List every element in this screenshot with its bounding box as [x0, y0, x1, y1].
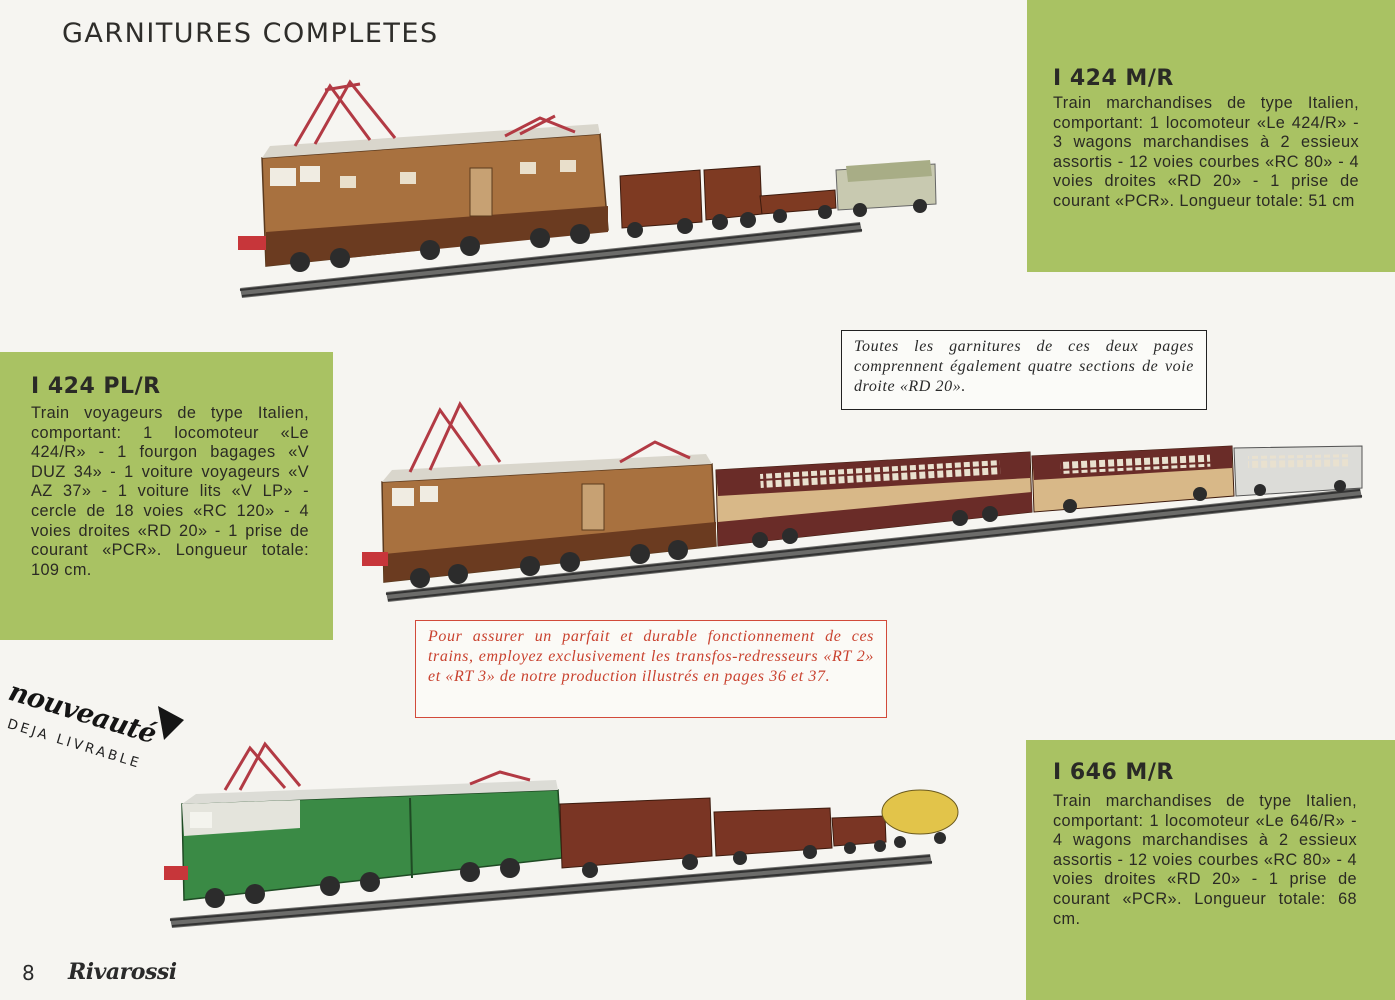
page-number: 8 — [22, 961, 35, 985]
set-description: Train marchandises de type Italien, comp… — [1053, 94, 1359, 210]
train-424-passenger — [362, 400, 1363, 602]
brand-logo: Rivarossi — [68, 959, 177, 985]
set-description: Train marchandises de type Italien, comp… — [1053, 792, 1357, 928]
set-panel-646mr: I 646 M/R Train marchandises de type Ita… — [1026, 740, 1395, 1000]
set-description: Train voyageurs de type Italien, comport… — [31, 404, 309, 579]
set-code: I 646 M/R — [1053, 760, 1174, 785]
set-panel-424mr: I 424 M/R Train marchandises de type Ita… — [1027, 0, 1395, 272]
new-badge: nouveauté DEJA LIVRABLE — [5, 676, 186, 776]
set-panel-424plr — [0, 352, 333, 640]
set-code: I 424 M/R — [1053, 66, 1174, 91]
set-code: I 424 PL/R — [31, 374, 161, 399]
arrow-icon — [158, 706, 184, 740]
track-notice: Toutes les garnitures de ces deux pages … — [841, 330, 1207, 410]
train-424-freight — [238, 79, 937, 298]
train-646-freight — [164, 741, 959, 928]
page-title: GARNITURES COMPLETES — [62, 18, 439, 49]
transformer-notice: Pour assurer un parfait et durable fonct… — [415, 620, 887, 718]
